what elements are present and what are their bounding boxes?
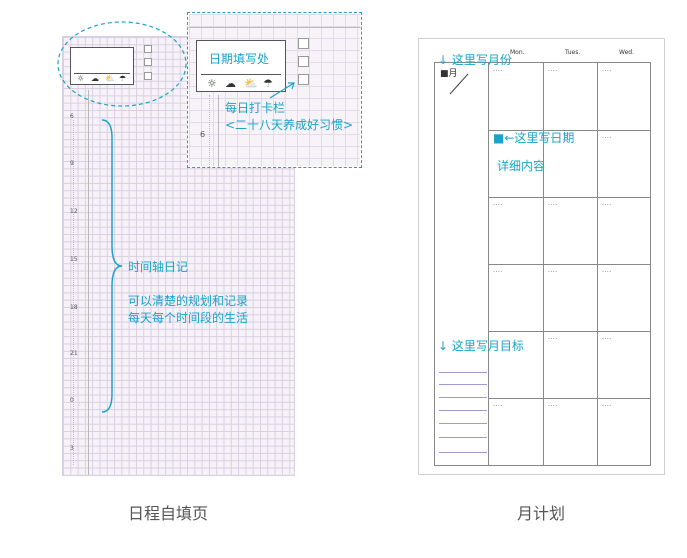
date-box-small: ☼ ☁ ⛅ ☂ — [70, 47, 134, 85]
goal-line — [439, 437, 487, 438]
zoom-timeline-line — [218, 95, 219, 167]
cell-placeholder: .... — [602, 133, 612, 140]
cell-placeholder: .... — [602, 267, 612, 274]
checkbox — [144, 58, 152, 66]
write-month-label: ↓ 这里写月份 — [438, 53, 512, 67]
goal-line — [439, 372, 487, 373]
rain-icon: ☂ — [263, 77, 273, 90]
date-area-label: 日期填写处 — [209, 52, 270, 66]
day-header: Wed. — [619, 49, 634, 56]
calendar-grid — [488, 62, 651, 466]
timeline-desc-2: 每天每个时间段的生活 — [128, 311, 249, 325]
goal-column — [434, 62, 489, 466]
hour-label: 12 — [70, 208, 78, 215]
schedule-caption: 日程自填页 — [128, 504, 209, 523]
detail-label: 详细内容 — [497, 159, 546, 173]
hour-label: 9 — [70, 160, 74, 167]
checkbox — [144, 45, 152, 53]
goal-line — [439, 384, 487, 385]
checkbox — [298, 74, 309, 85]
cell-placeholder: .... — [493, 200, 503, 207]
goal-line — [439, 397, 487, 398]
hour-label: 6 — [70, 113, 74, 120]
cell-placeholder: .... — [548, 133, 558, 140]
cell-placeholder: .... — [493, 66, 503, 73]
goal-line — [439, 452, 487, 453]
month-slash — [449, 73, 469, 95]
zoom-dotted-line — [209, 95, 210, 167]
write-goal-label: ↓ 这里写月目标 — [438, 339, 524, 353]
cell-placeholder: .... — [548, 401, 558, 408]
cell-placeholder: .... — [602, 401, 612, 408]
cell-placeholder: .... — [548, 200, 558, 207]
partly-cloudy-icon: ⛅ — [244, 77, 258, 90]
brace-icon — [101, 119, 123, 413]
hour-label: 0 — [70, 397, 74, 404]
hour-label: 21 — [70, 350, 78, 357]
month-caption: 月计划 — [517, 504, 566, 523]
cell-placeholder: .... — [493, 401, 503, 408]
checkin-sublabel: <二十八天养成好习惯> — [225, 118, 354, 132]
day-header: Mon. — [510, 49, 525, 56]
timeline-line — [88, 90, 89, 475]
cell-placeholder: .... — [602, 200, 612, 207]
checkbox — [144, 72, 152, 80]
arrow-icon — [269, 82, 295, 99]
hour-label: 3 — [70, 445, 74, 452]
cell-placeholder: .... — [602, 66, 612, 73]
checkbox — [298, 38, 309, 49]
checkbox — [298, 56, 309, 67]
cloud-icon: ☁ — [225, 77, 236, 90]
cloud-icon: ☁ — [91, 74, 99, 83]
rain-icon: ☂ — [119, 74, 127, 83]
hour-label: 15 — [70, 256, 78, 263]
cell-placeholder: .... — [548, 267, 558, 274]
month-page — [418, 38, 665, 475]
date-box-large: 日期填写处 ☼ ☁ ⛅ ☂ — [196, 40, 286, 92]
cell-placeholder: .... — [548, 66, 558, 73]
cell-placeholder: .... — [602, 334, 612, 341]
zoom-top-line — [187, 27, 362, 28]
cell-placeholder: .... — [548, 334, 558, 341]
hour-label: 6 — [200, 130, 206, 139]
timeline-title: 时间轴日记 — [128, 260, 189, 274]
checkin-label: 每日打卡栏 — [225, 101, 286, 115]
cell-placeholder: .... — [493, 267, 503, 274]
goal-line — [439, 423, 487, 424]
sun-icon: ☼ — [207, 77, 217, 90]
write-date-label: ■←这里写日期 — [493, 131, 575, 145]
day-header: Tues. — [565, 49, 581, 56]
partly-cloudy-icon: ⛅ — [105, 74, 115, 83]
month-label: ■月 — [440, 69, 458, 79]
goal-line — [439, 410, 487, 411]
hour-label: 18 — [70, 304, 78, 311]
sun-icon: ☼ — [77, 74, 85, 83]
timeline-desc-1: 可以清楚的规划和记录 — [128, 294, 249, 308]
highlight-oval — [57, 21, 187, 107]
timeline-dotted-line — [73, 120, 74, 465]
